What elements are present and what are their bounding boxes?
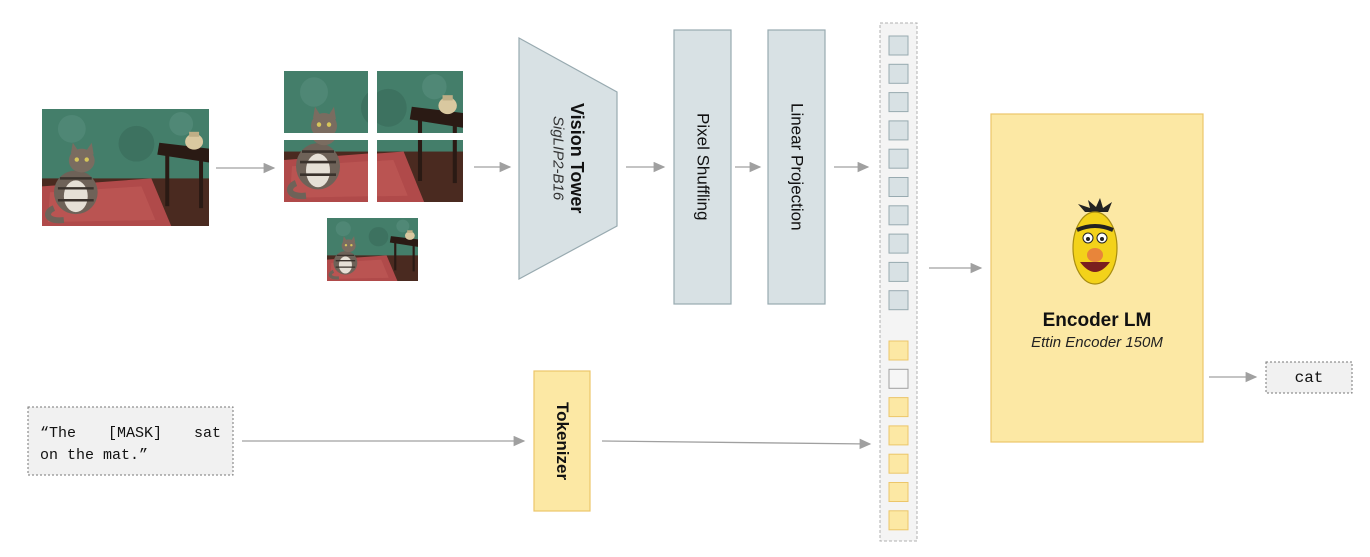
source-image [42, 109, 209, 226]
text-token [888, 453, 909, 474]
prompt-box [27, 406, 234, 476]
vision-tower-subtitle: SigLIP2-B16 [549, 116, 567, 201]
image-token [888, 120, 909, 141]
token-squares [888, 35, 909, 531]
pixel-shuffling-box [673, 29, 732, 305]
image-token [888, 205, 909, 226]
prompt-word: “The [40, 425, 77, 442]
vision-tower-shape [518, 36, 618, 281]
vision-tower-title: Vision Tower [566, 103, 587, 214]
linear-projection-label: Linear Projection [787, 103, 807, 231]
text-token [888, 340, 909, 361]
mask-token [888, 368, 909, 389]
text-token [888, 510, 909, 531]
tokenizer-box [533, 370, 591, 512]
encoder-lm-label: Encoder LM Ettin Encoder 150M [991, 114, 1203, 442]
tokenizer-label: Tokenizer [553, 401, 572, 481]
linear-projection-box [767, 29, 826, 305]
bert-mascot-icon [1072, 198, 1118, 285]
tile-thumbnail [327, 218, 418, 281]
prompt-text: “The [MASK] sat on the mat.” [28, 407, 233, 475]
image-token [888, 92, 909, 113]
text-token [888, 482, 909, 502]
pixel-shuffling-label: Pixel Shuffling [693, 113, 713, 221]
arrow-tokenizer-to-tokens [601, 438, 872, 450]
image-token [888, 261, 909, 282]
prompt-word: sat [193, 425, 221, 442]
text-token [888, 397, 909, 418]
prompt-word: [MASK] [107, 425, 162, 442]
text-token [888, 425, 909, 446]
image-token [888, 35, 909, 56]
image-token [888, 148, 909, 169]
output-text: cat [1294, 368, 1324, 387]
encoder-lm-subtitle: Ettin Encoder 150M [1031, 334, 1163, 351]
prompt-line-1: “The [MASK] sat [40, 423, 221, 445]
image-token [888, 290, 909, 311]
image-tiles [284, 71, 463, 281]
image-token [888, 177, 909, 197]
vision-tower-label: Vision Tower SigLIP2-B16 [519, 38, 617, 279]
image-token [888, 233, 909, 254]
encoder-lm-title: Encoder LM [1042, 310, 1152, 331]
image-token [888, 63, 909, 84]
output-box [1265, 361, 1353, 394]
prompt-line-2: on the mat.” [40, 447, 149, 464]
